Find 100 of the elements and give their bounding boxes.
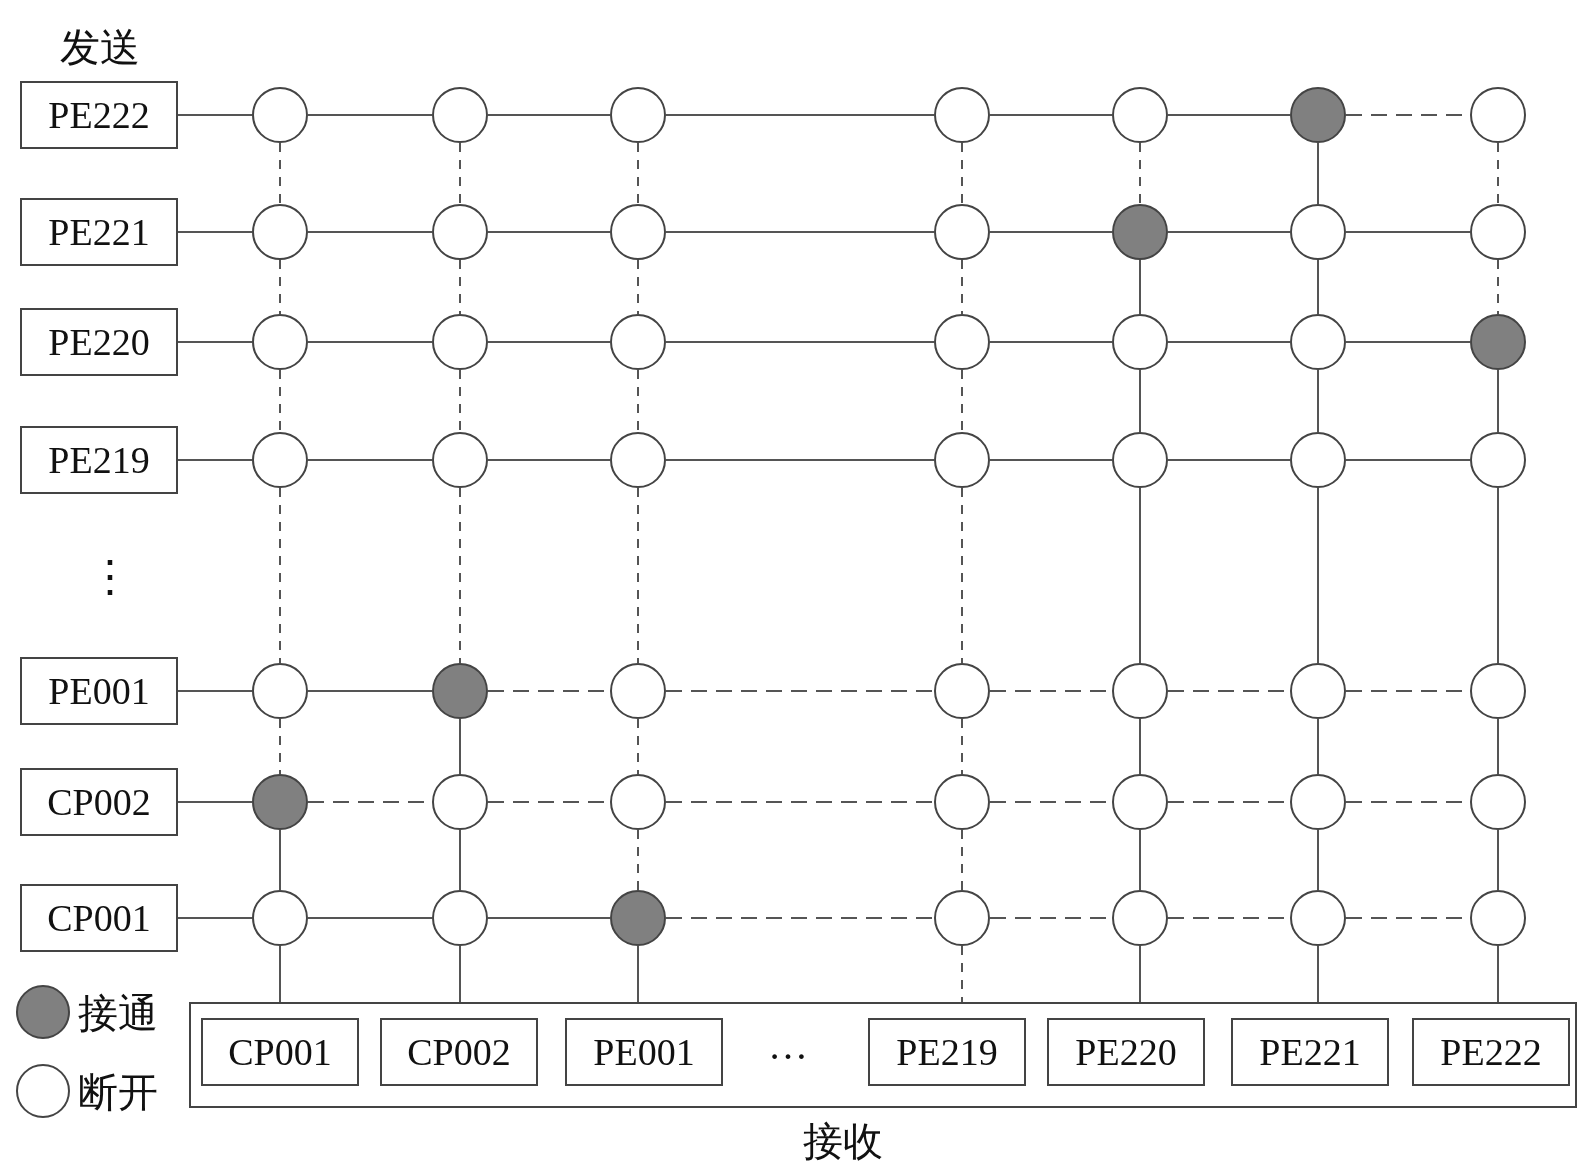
connector-line <box>1497 487 1499 664</box>
switch-circle <box>1290 774 1346 830</box>
switch-circle <box>1290 314 1346 370</box>
panel-heading: 接收 <box>803 1118 883 1163</box>
connector-line <box>665 917 935 919</box>
switch-circle <box>432 432 488 488</box>
port-box: PE221 <box>20 198 178 266</box>
port-box: PE219 <box>868 1018 1026 1086</box>
switch-circle <box>432 663 488 719</box>
port-box: PE220 <box>1047 1018 1205 1086</box>
connector-line <box>961 142 963 205</box>
connector-line <box>279 487 281 664</box>
switch-circle <box>1470 204 1526 260</box>
connector-line <box>1345 231 1471 233</box>
connector-line <box>1317 829 1319 891</box>
connector-line <box>1317 259 1319 315</box>
port-box: PE222 <box>20 81 178 149</box>
connector-line <box>279 829 281 891</box>
port-box: PE219 <box>20 426 178 494</box>
connector-line <box>307 690 433 692</box>
connector-line <box>279 718 281 775</box>
connector-line <box>1497 259 1499 315</box>
port-box: PE220 <box>20 308 178 376</box>
connector-line <box>459 142 461 205</box>
connector-line <box>665 231 935 233</box>
switch-circle <box>610 663 666 719</box>
connector-line <box>1317 487 1319 664</box>
connector-line <box>1317 369 1319 433</box>
switch-circle <box>432 314 488 370</box>
connector-line <box>989 231 1113 233</box>
switch-circle <box>1112 432 1168 488</box>
switch-circle <box>934 890 990 946</box>
legend-label: 接通 <box>78 990 158 1038</box>
connector-line <box>307 231 433 233</box>
connector-line <box>1497 829 1499 891</box>
column-heading: 发送 <box>60 24 140 72</box>
connector-line <box>459 829 461 891</box>
connector-line <box>177 690 253 692</box>
connector-line <box>665 341 935 343</box>
connector-line <box>665 801 935 803</box>
connector-line <box>307 114 433 116</box>
connector-line <box>1317 142 1319 205</box>
connector-line <box>177 459 253 461</box>
switch-circle <box>1112 774 1168 830</box>
connector-line <box>1139 259 1141 315</box>
connector-line <box>307 459 433 461</box>
connector-line <box>279 369 281 433</box>
switch-circle <box>934 774 990 830</box>
connector-line <box>487 114 611 116</box>
connector-line <box>459 487 461 664</box>
switch-circle <box>432 204 488 260</box>
switch-circle <box>432 890 488 946</box>
connector-line <box>177 231 253 233</box>
connector-line <box>1345 459 1471 461</box>
connector-line <box>961 718 963 775</box>
switch-circle <box>610 314 666 370</box>
switch-circle <box>1470 432 1526 488</box>
connector-line <box>177 917 253 919</box>
connector-line <box>637 829 639 891</box>
switch-circle <box>1112 890 1168 946</box>
ellipsis: ⋮ <box>88 551 132 602</box>
connector-line <box>459 369 461 433</box>
switch-circle <box>252 890 308 946</box>
connector-line <box>989 459 1113 461</box>
switch-circle <box>610 87 666 143</box>
connector-line <box>279 259 281 315</box>
switch-circle <box>1290 87 1346 143</box>
switch-circle <box>934 663 990 719</box>
connector-line <box>177 341 253 343</box>
legend-label: 断开 <box>78 1069 158 1117</box>
switch-circle <box>1112 314 1168 370</box>
switch-circle <box>1112 663 1168 719</box>
switch-circle <box>252 204 308 260</box>
connector-line <box>961 487 963 664</box>
switch-circle <box>432 87 488 143</box>
switch-circle <box>252 432 308 488</box>
connector-line <box>1167 114 1291 116</box>
connector-line <box>487 341 611 343</box>
switch-circle <box>934 204 990 260</box>
ellipsis: … <box>768 1022 808 1069</box>
switch-circle <box>1470 890 1526 946</box>
connector-line <box>1139 142 1141 205</box>
connector-line <box>307 917 433 919</box>
connector-line <box>665 459 935 461</box>
connector-line <box>1167 459 1291 461</box>
port-box: PE222 <box>1412 1018 1570 1086</box>
switch-circle <box>934 87 990 143</box>
switch-circle <box>1470 87 1526 143</box>
connector-line <box>665 690 935 692</box>
switch-circle <box>1290 890 1346 946</box>
connector-line <box>307 341 433 343</box>
connector-line <box>1167 341 1291 343</box>
port-box: PE221 <box>1231 1018 1389 1086</box>
switch-circle <box>1470 663 1526 719</box>
connector-line <box>459 718 461 775</box>
port-box: PE001 <box>20 657 178 725</box>
connector-line <box>177 114 253 116</box>
connector-line <box>989 341 1113 343</box>
switch-circle <box>1290 663 1346 719</box>
connector-line <box>1317 718 1319 775</box>
